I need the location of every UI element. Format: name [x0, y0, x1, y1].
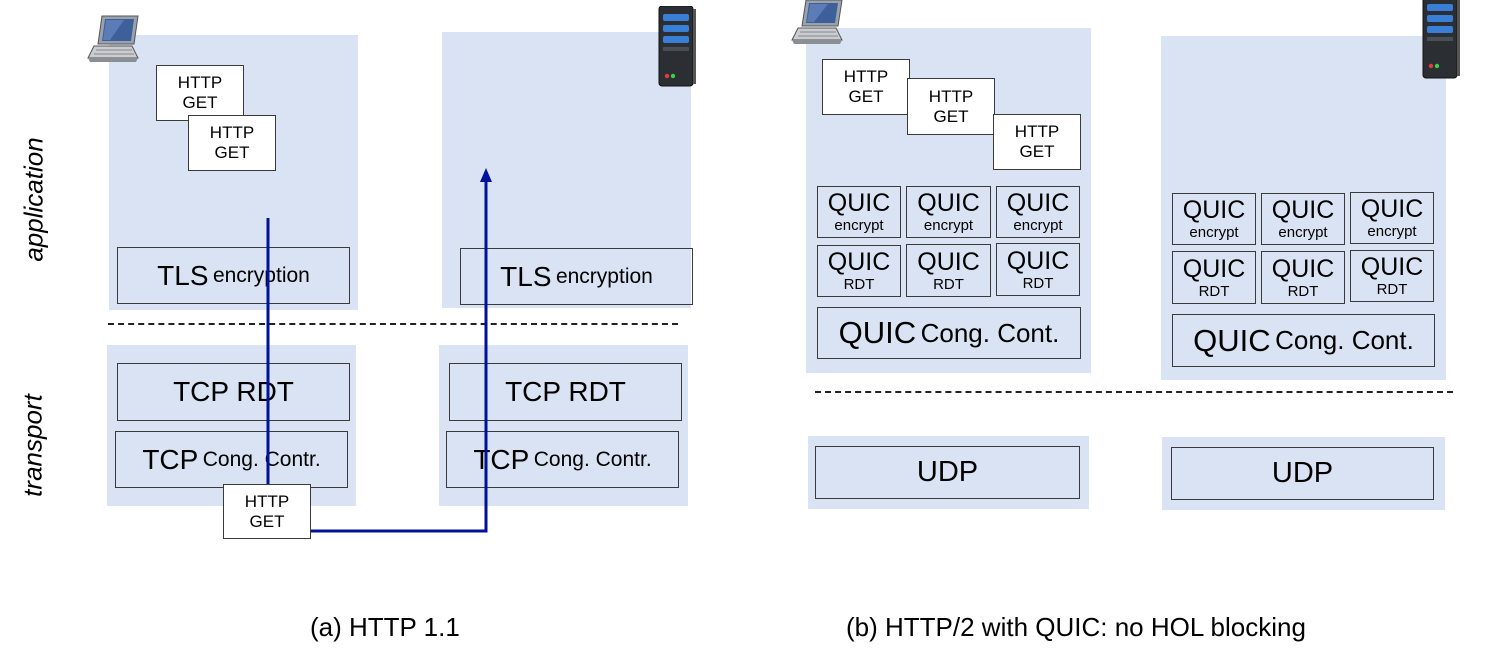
http11-server-app-panel: [442, 32, 691, 308]
server-tower-icon: [658, 6, 696, 87]
http-get-line1: HTTP: [244, 491, 290, 511]
cong-cont-label: Cong. Cont.: [1275, 325, 1414, 355]
quic-server-udp-panel: [1162, 437, 1445, 510]
quic-label: QUIC: [1193, 322, 1271, 358]
quic-label: QUIC: [1006, 246, 1070, 275]
quic-label: QUIC: [1271, 196, 1335, 224]
http-get-line2: GET: [848, 87, 884, 106]
udp-label: UDP: [916, 456, 979, 488]
layer-divider-left: [108, 323, 678, 325]
quic-label: QUIC: [838, 315, 917, 350]
quic-label: QUIC: [1360, 253, 1424, 281]
client-tcp-rdt-box: TCP RDT: [117, 363, 350, 421]
rdt-label: RDT: [843, 276, 875, 293]
http11-client-transport-panel: [107, 345, 356, 506]
quic-label: QUIC: [1360, 195, 1424, 223]
quic-label: QUIC: [917, 189, 980, 217]
quic-cong-cont-box: QUIC Cong. Cont.: [1172, 314, 1435, 367]
client-udp-box: UDP: [815, 446, 1080, 499]
http-get-line2: GET: [249, 511, 285, 531]
cong-contr-label: Cong. Contr.: [533, 447, 652, 471]
quic-server-app-panel: [1161, 36, 1446, 380]
tcp-label: TCP: [473, 443, 530, 475]
quic-label: QUIC: [827, 189, 891, 217]
encrypt-label: encrypt: [1367, 223, 1417, 240]
server-udp-box: UDP: [1171, 447, 1434, 500]
rdt-label: RDT: [1022, 274, 1054, 292]
cong-cont-label: Cong. Cont.: [920, 317, 1060, 348]
http-get-line1: HTTP: [177, 73, 223, 92]
transit-http-get-message: HTTP GET: [223, 484, 311, 539]
udp-label: UDP: [1271, 457, 1334, 489]
server-tcp-rdt-box: TCP RDT: [449, 363, 682, 421]
http11-caption: (a) HTTP 1.1: [310, 612, 460, 642]
desktop-computer-icon: [87, 15, 139, 62]
tls-label: TLS: [500, 260, 552, 292]
encryption-label: encryption: [555, 264, 653, 288]
http11-server-transport-panel: [439, 345, 688, 506]
tls-label: TLS: [157, 259, 209, 291]
http-get-line2: GET: [933, 106, 969, 126]
rdt-label: RDT: [1198, 282, 1230, 300]
encrypt-label: encrypt: [1013, 217, 1063, 234]
http-get-message: HTTP GET: [156, 65, 244, 121]
cong-contr-label: Cong. Contr.: [202, 447, 321, 471]
http-get-message: HTTP GET: [907, 78, 995, 135]
rdt-label: RDT: [1376, 281, 1408, 298]
quic-label: QUIC: [827, 248, 891, 276]
rdt-label: RDT: [1287, 282, 1319, 300]
quic-label: QUIC: [917, 247, 980, 276]
http-get-line2: GET: [182, 93, 218, 112]
rdt-label: RDT: [933, 275, 964, 293]
client-tcp-cong-box: TCP Cong. Contr.: [115, 431, 348, 488]
quic-caption: (b) HTTP/2 with QUIC: no HOL blocking: [846, 612, 1306, 642]
encryption-label: encryption: [212, 263, 310, 287]
encrypt-label: encrypt: [1189, 224, 1239, 241]
client-tls-encryption-box: TLS encryption: [117, 247, 350, 304]
http-get-message: HTTP GET: [993, 114, 1081, 170]
http-get-message: HTTP GET: [822, 59, 910, 115]
encrypt-label: encrypt: [1278, 224, 1328, 241]
encrypt-label: encrypt: [834, 217, 884, 234]
desktop-computer-icon: [791, 0, 843, 44]
quic-client-udp-panel: [808, 436, 1089, 509]
http-get-line2: GET: [214, 143, 250, 162]
http-get-line1: HTTP: [843, 67, 889, 86]
tcp-rdt-label: TCP RDT: [505, 376, 626, 407]
http-get-line1: HTTP: [1014, 122, 1060, 141]
layer-divider-right: [815, 391, 1453, 393]
quic-label: QUIC: [1182, 196, 1246, 224]
http-get-line1: HTTP: [928, 86, 974, 106]
quic-label: QUIC: [1006, 189, 1070, 217]
server-tls-encryption-box: TLS encryption: [460, 248, 693, 305]
server-tower-icon: [1422, 0, 1460, 79]
http-get-line2: GET: [1019, 142, 1055, 161]
quic-cong-cont-box: QUIC Cong. Cont.: [817, 307, 1081, 359]
tcp-label: TCP: [142, 443, 199, 475]
http-get-line1: HTTP: [209, 123, 255, 142]
server-tcp-cong-box: TCP Cong. Contr.: [446, 431, 679, 488]
http-get-message: HTTP GET: [188, 115, 276, 171]
encrypt-label: encrypt: [923, 217, 974, 234]
quic-label: QUIC: [1182, 254, 1246, 283]
quic-label: QUIC: [1271, 254, 1335, 283]
tcp-rdt-label: TCP RDT: [173, 376, 294, 407]
